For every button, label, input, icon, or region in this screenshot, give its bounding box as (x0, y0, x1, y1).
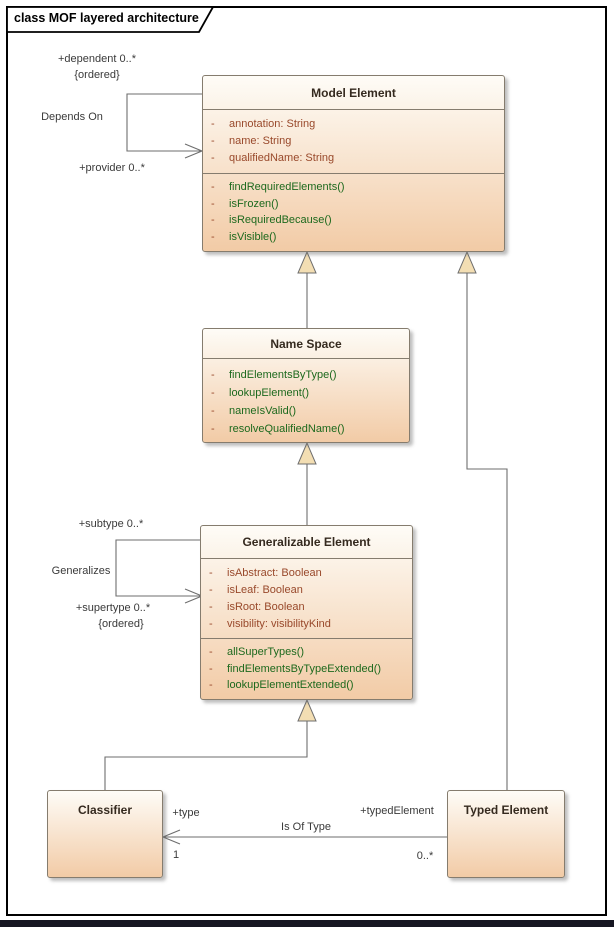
operation-text: nameIsValid() (229, 405, 297, 417)
operation-text: resolveQualifiedName() (229, 423, 345, 435)
attribute-text: isRoot: Boolean (227, 601, 305, 613)
dependent-role-label: +dependent 0..* (58, 53, 136, 65)
generalization-namespace-to-modelelement[interactable] (297, 250, 317, 328)
operation-row: - findElementsByTypeExtended() (201, 661, 412, 678)
typed-element-role-label: +typedElement (360, 805, 434, 817)
operation-text: isRequiredBecause() (229, 214, 332, 226)
attribute-text: qualifiedName: String (229, 152, 335, 164)
attribute-row: - visibility: visibilityKind (201, 616, 412, 633)
attribute-text: name: String (229, 135, 292, 147)
visibility-marker: - (211, 214, 215, 226)
visibility-marker: - (211, 118, 215, 130)
generalization-arrowhead (297, 441, 317, 465)
provider-role-label: +provider 0..* (79, 162, 145, 174)
visibility-marker: - (211, 405, 215, 417)
class-title: Name Space (270, 336, 342, 351)
operation-row: - lookupElement() (203, 384, 409, 402)
diagram-title-tab (6, 6, 215, 33)
visibility-marker: - (211, 230, 215, 243)
class-title: Model Element (311, 85, 396, 100)
attribute-row: - annotation: String (203, 116, 504, 133)
dependent-constraint-label: {ordered} (74, 69, 120, 81)
operation-text: findElementsByType() (229, 369, 337, 381)
operation-text: isVisible() (229, 230, 277, 243)
visibility-marker: - (209, 601, 213, 613)
operations-compartment: - findElementsByType() - lookupElement() -… (203, 358, 409, 442)
visibility-marker: - (209, 584, 213, 596)
generalization-typedelement-to-modelelement[interactable] (457, 250, 508, 790)
generalization-classifier-to-generalizable[interactable] (104, 698, 317, 790)
attribute-row: - isAbstract: Boolean (201, 565, 412, 582)
diagram-title: class MOF layered architecture (14, 11, 199, 25)
class-title: Typed Element (463, 803, 549, 817)
visibility-marker: - (211, 387, 215, 399)
visibility-marker: - (211, 369, 215, 381)
class-classifier[interactable]: Classifier (47, 790, 163, 878)
generalizes-connector[interactable] (115, 539, 204, 604)
supertype-role-label: +supertype 0..* (75, 602, 151, 614)
operation-row: - findRequiredElements() (203, 179, 504, 196)
attribute-text: annotation: String (229, 118, 316, 130)
attribute-row: - isLeaf: Boolean (201, 582, 412, 599)
generalizes-name-label: Generalizes (51, 565, 111, 577)
operation-text: lookupElement() (229, 387, 310, 399)
operation-row: - isFrozen() (203, 196, 504, 213)
class-generalizable-element[interactable]: Generalizable Element - isAbstract: Boole… (200, 525, 413, 700)
operation-text: lookupElementExtended() (227, 679, 354, 691)
operations-compartment: - findRequiredElements() - isFrozen() - isR… (203, 173, 504, 251)
class-title: Generalizable Element (242, 535, 371, 549)
generalization-arrowhead (457, 250, 477, 274)
visibility-marker: - (211, 197, 215, 210)
depends-on-connector[interactable] (126, 93, 204, 159)
attribute-text: isLeaf: Boolean (227, 584, 303, 596)
visibility-marker: - (209, 646, 213, 658)
operations-compartment: - allSuperTypes() - findElementsByTypeExte… (201, 638, 412, 699)
visibility-marker: - (211, 423, 215, 435)
operation-row: - findElementsByType() (203, 366, 409, 384)
operation-row: - resolveQualifiedName() (203, 420, 409, 438)
operation-text: findElementsByTypeExtended() (227, 662, 382, 675)
visibility-marker: - (209, 679, 213, 691)
class-name-space[interactable]: Name Space - findElementsByType() - lookup… (202, 328, 410, 443)
is-of-type-name-label: Is Of Type (281, 821, 331, 833)
operation-row: - allSuperTypes() (201, 644, 412, 661)
visibility-marker: - (209, 618, 213, 630)
operation-row: - lookupElementExtended() (201, 677, 412, 694)
typed-element-multiplicity-label: 0..* (416, 850, 434, 862)
window-bottom-edge (0, 920, 614, 927)
visibility-marker: - (209, 662, 213, 675)
attributes-compartment: - annotation: String - name: String - quali… (203, 109, 504, 173)
operation-row: - nameIsValid() (203, 402, 409, 420)
class-title: Classifier (77, 803, 133, 817)
type-multiplicity-label: 1 (172, 849, 180, 861)
operation-text: findRequiredElements() (229, 181, 345, 193)
attribute-row: - isRoot: Boolean (201, 599, 412, 616)
type-role-label: +type (172, 807, 200, 819)
diagram-frame (6, 6, 607, 916)
attribute-row: - qualifiedName: String (203, 150, 504, 167)
attribute-text: visibility: visibilityKind (227, 618, 331, 630)
class-typed-element[interactable]: Typed Element (447, 790, 565, 878)
attributes-compartment: - isAbstract: Boolean - isLeaf: Boolean - i… (201, 558, 412, 638)
depends-on-name-label: Depends On (41, 111, 103, 123)
operation-row: - isRequiredBecause() (203, 212, 504, 229)
subtype-role-label: +subtype 0..* (78, 518, 144, 530)
generalization-arrowhead (297, 698, 317, 722)
attribute-text: isAbstract: Boolean (227, 567, 322, 579)
visibility-marker: - (209, 567, 213, 579)
visibility-marker: - (211, 135, 215, 147)
operation-row: - isVisible() (203, 229, 504, 246)
visibility-marker: - (211, 181, 215, 193)
supertype-constraint-label: {ordered} (98, 618, 144, 630)
operation-text: allSuperTypes() (227, 646, 305, 658)
visibility-marker: - (211, 152, 215, 164)
operation-text: isFrozen() (229, 197, 279, 210)
generalization-generalizable-to-namespace[interactable] (297, 441, 317, 525)
generalization-arrowhead (297, 250, 317, 274)
attribute-row: - name: String (203, 133, 504, 150)
is-of-type-connector[interactable] (161, 829, 447, 845)
class-model-element[interactable]: Model Element - annotation: String - name:… (202, 75, 505, 252)
